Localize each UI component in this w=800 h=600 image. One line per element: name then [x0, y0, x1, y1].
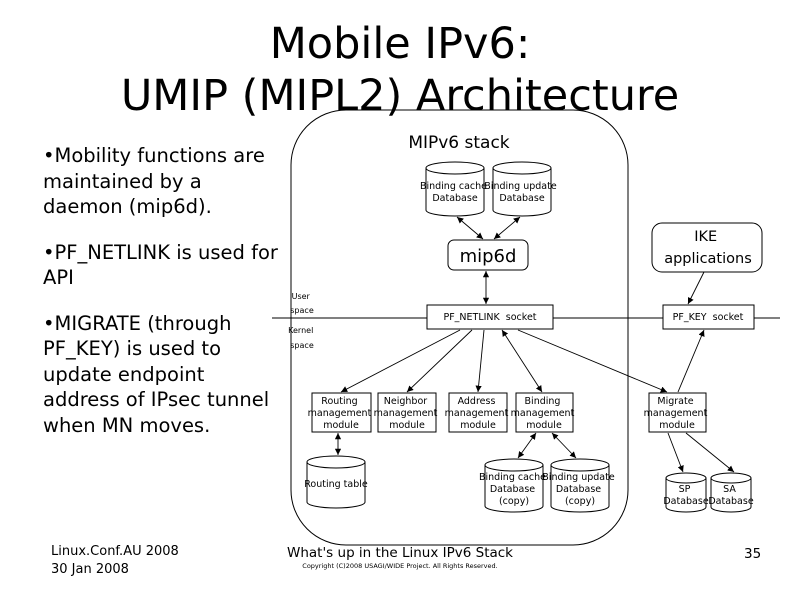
- user-space-label: User space: [290, 292, 314, 315]
- conference-date: 30 Jan 2008: [51, 562, 129, 577]
- bullet-item: •PF_NETLINK is used for API: [43, 240, 278, 290]
- svg-text:Neighbor management: Neighbor management module: [374, 396, 441, 431]
- footer-conference: Linux.Conf.AU 2008 30 Jan 2008: [51, 543, 179, 579]
- copyright-notice: Copyright (C)2008 USAGI/WIDE Project. Al…: [302, 562, 498, 570]
- svg-text:Binding management: Binding management module: [511, 396, 578, 431]
- ike-applications: IKE applications: [651, 222, 763, 273]
- conference-name: Linux.Conf.AU 2008: [51, 544, 179, 559]
- svg-text:Routing management: Routing management module: [308, 396, 375, 431]
- sp-database: SP Database: [663, 472, 709, 513]
- page-number: 35: [744, 546, 762, 562]
- footer-talk: What's up in the Linux IPv6 Stack Copyri…: [200, 545, 600, 571]
- arrow-netlink-neighbor: [406, 329, 473, 393]
- svg-text:IKE applications: IKE applications: [664, 229, 752, 267]
- svg-text:SP Database: SP Database: [663, 484, 708, 507]
- slide-title-line-1: Mobile IPv6:: [269, 19, 531, 69]
- binding-update-database-copy: Binding update Database (copy): [542, 458, 617, 513]
- bullet-item: •MIGRATE (through PF_KEY) is used to upd…: [43, 311, 270, 437]
- stack-label: MIPv6 stack: [408, 133, 509, 153]
- arrow-bu-mip6d: [493, 216, 521, 240]
- svg-text:PF_NETLINK socket: PF_NETLINK socket: [443, 312, 536, 323]
- diagram-arrows: [334, 216, 735, 473]
- svg-text:SA Database: SA Database: [708, 484, 753, 507]
- svg-text:PF_KEY socket: PF_KEY socket: [673, 312, 744, 323]
- mip6d-daemon: mip6d: [447, 239, 529, 271]
- arrow-bc-mip6d: [456, 216, 484, 240]
- svg-text:Binding update Database: Binding update Database (copy): [542, 472, 617, 507]
- svg-text:Address management: Address management module: [445, 396, 512, 431]
- svg-text:Binding cache Database: Binding cache Database: [420, 181, 490, 204]
- neighbor-management-module: Neighbor management module: [374, 392, 441, 433]
- svg-text:Routing table: Routing table: [304, 479, 368, 490]
- arrow-migrate-sa: [685, 432, 735, 473]
- arrow-migrate-pfkey: [677, 329, 705, 393]
- pf-netlink-socket: PF_NETLINK socket: [426, 304, 554, 330]
- arrow-netlink-binding: [501, 329, 543, 393]
- routing-management-module: Routing management module: [308, 392, 375, 433]
- arrow-netlink-migrate: [517, 329, 668, 393]
- kernel-space-label: Kernel space: [288, 326, 316, 350]
- svg-text:Binding update Database: Binding update Database: [484, 181, 559, 204]
- arrow-binding-bu-copy: [551, 432, 577, 459]
- talk-title: What's up in the Linux IPv6 Stack: [287, 545, 513, 561]
- svg-text:mip6d: mip6d: [460, 246, 517, 267]
- pf-key-socket: PF_KEY socket: [662, 304, 755, 330]
- svg-text:Migrate management: Migrate management module: [644, 396, 711, 431]
- routing-table: Routing table: [304, 455, 368, 509]
- sa-database: SA Database: [708, 472, 754, 513]
- address-management-module: Address management module: [445, 392, 512, 433]
- arrow-pfkey-ike: [687, 271, 705, 305]
- arrow-migrate-sp: [667, 432, 684, 473]
- slide-title-line-2: UMIP (MIPL2) Architecture: [120, 71, 680, 121]
- arrow-binding-bc-copy: [517, 432, 537, 459]
- migrate-management-module: Migrate management module: [644, 392, 711, 433]
- bullet-item: •Mobility functions are maintained by a …: [43, 144, 265, 218]
- binding-cache-database: Binding cache Database: [420, 161, 490, 217]
- mipv6-stack-container: [290, 109, 629, 546]
- svg-text:Binding cache Database: Binding cache Database (copy): [479, 472, 549, 507]
- arrow-netlink-routing: [340, 329, 461, 393]
- bullet-list: •Mobility functions are maintained by a …: [43, 143, 283, 458]
- binding-update-database: Binding update Database: [484, 161, 559, 217]
- arrow-netlink-address: [475, 329, 485, 393]
- binding-management-module: Binding management module: [511, 392, 578, 433]
- binding-cache-database-copy: Binding cache Database (copy): [479, 458, 549, 513]
